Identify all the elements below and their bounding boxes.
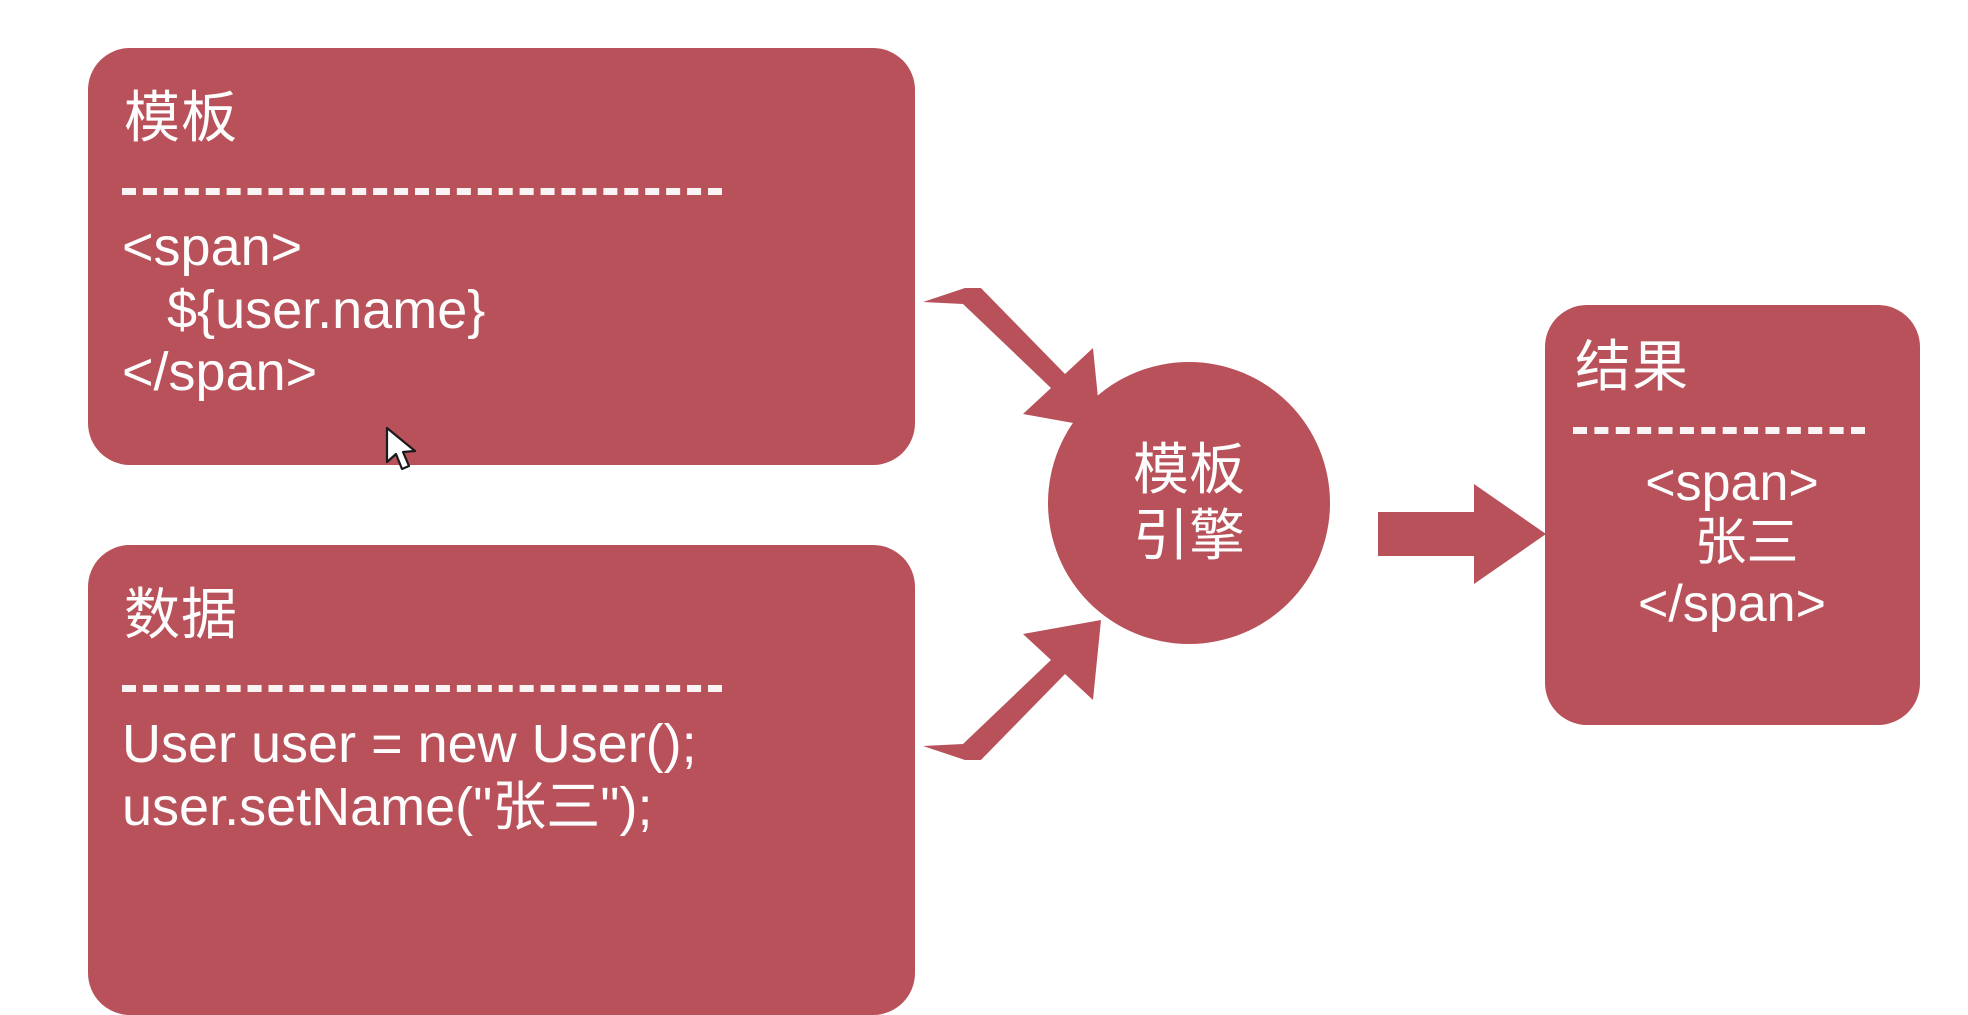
engine-label-line1: 模板 [1133, 437, 1245, 501]
data-card-divider [122, 685, 722, 692]
arrow-template-to-engine-icon [923, 288, 1101, 428]
template-card-code: <span> ${user.name} </span> [122, 217, 486, 403]
engine-label-line2: 引擎 [1133, 504, 1245, 567]
data-card-title: 数据 [124, 583, 238, 646]
result-card-code: <span> 张三 </span> [1638, 454, 1826, 633]
template-card-title: 模板 [124, 86, 238, 149]
arrow-engine-to-result-icon [1378, 484, 1546, 584]
template-engine-node: 模板 引擎 [1048, 362, 1330, 644]
diagram-canvas: 模板 <span> ${user.name} </span> 数据 User u… [88, 48, 1920, 1015]
template-card: 模板 <span> ${user.name} </span> [88, 48, 915, 465]
template-card-divider [122, 188, 722, 195]
result-card-divider [1573, 427, 1865, 434]
data-card: 数据 User user = new User(); user.setName(… [88, 545, 915, 1015]
arrow-data-to-engine-icon [923, 620, 1101, 760]
result-card-title: 结果 [1575, 335, 1689, 398]
data-card-code: User user = new User(); user.setName("张三… [122, 714, 697, 837]
result-card: 结果 <span> 张三 </span> [1545, 305, 1920, 725]
